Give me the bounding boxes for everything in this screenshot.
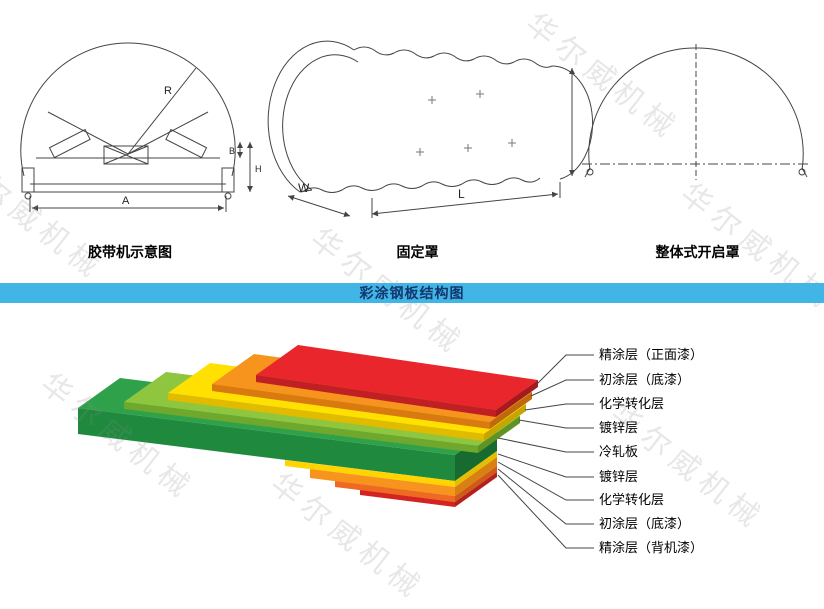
- layer-label-top-zinc: 镀锌层: [599, 420, 639, 435]
- belt-conveyor-drawing: R A B H: [20, 42, 262, 212]
- dim-a-label: A: [122, 195, 130, 207]
- dim-h-label: H: [255, 164, 262, 174]
- dim-l-line: [371, 191, 559, 217]
- dim-r-label: R: [164, 85, 172, 97]
- bottom-corrugated-edge: [301, 177, 541, 193]
- end-cap-arc: [551, 65, 594, 180]
- layer-label-top-primer: 初涂层（底漆）: [599, 372, 691, 387]
- layer-label-bottom-fine-coat: 精涂层（背机漆）: [599, 540, 704, 555]
- right-foot: [221, 167, 235, 193]
- caption-belt-conveyor: 胶带机示意图: [88, 244, 172, 260]
- arch-outline: [20, 42, 236, 177]
- layer-label-bottom-chem: 化学转化层: [599, 492, 665, 507]
- left-foot: [21, 167, 35, 193]
- front-rim-inner: [282, 54, 359, 191]
- left-idler: [48, 128, 91, 159]
- drive-box: [103, 145, 149, 165]
- dim-w-line: [287, 194, 351, 218]
- layer-leader-lines: [497, 354, 594, 549]
- front-rim-outer: [267, 40, 355, 193]
- steel-plate-layer-stack: [78, 345, 538, 507]
- layer-sheet-red: [256, 345, 538, 417]
- section-banner-title: 彩涂钢板结构图: [359, 285, 465, 301]
- caption-open-cover: 整体式开启罩: [655, 244, 740, 260]
- layer-label-core: 冷轧板: [599, 444, 639, 459]
- caption-fixed-cover: 固定罩: [396, 244, 439, 260]
- section-banner: 彩涂钢板结构图: [0, 283, 824, 303]
- dim-b-label: B: [229, 146, 235, 156]
- layer-label-bottom-primer: 初涂层（底漆）: [599, 516, 691, 531]
- technical-drawings-canvas: R A B H W L: [20, 40, 810, 549]
- bottom-coating-strips: [285, 451, 497, 507]
- catalog-page: 华尔威机械 华尔威机械 华尔威机械 华尔威机械 华尔威机械 华尔威机械 华尔威机…: [0, 7, 824, 607]
- top-corrugated-edge: [353, 46, 553, 68]
- open-cover-drawing: [582, 44, 810, 180]
- fixed-cover-drawing: W L: [267, 40, 594, 218]
- layer-label-top-chem-layer: 化学转化层: [599, 396, 665, 411]
- dim-w-label: W: [298, 181, 310, 195]
- layer-label-bottom-zinc: 镀锌层: [599, 469, 639, 484]
- layer-label-top-fine-coat: 精涂层（正面漆）: [599, 347, 704, 362]
- radius-line: [127, 67, 197, 155]
- right-idler: [165, 128, 208, 159]
- dim-l-label: L: [458, 187, 465, 201]
- surface-plus-marks: [416, 90, 516, 156]
